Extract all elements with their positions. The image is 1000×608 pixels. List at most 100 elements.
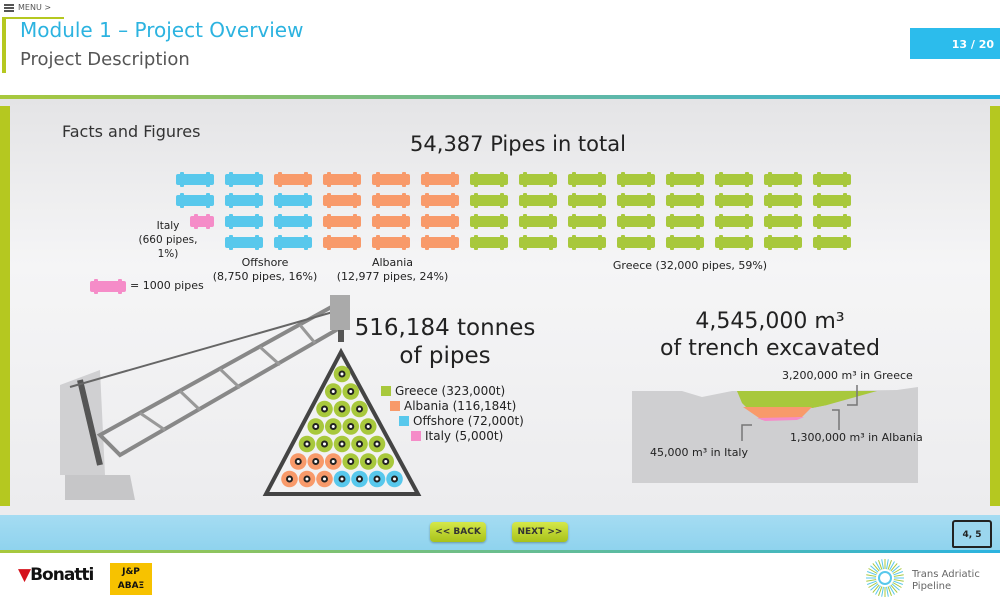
pipe-icon-greece [813,172,851,187]
pipe-icon-offshore [274,193,312,208]
trench-diagram [632,385,918,483]
left-accent [0,106,10,506]
pipe-icon-greece [764,172,802,187]
legend-albania: Albania (116,184t) [390,398,524,413]
glossary-book-button[interactable]: 4, 5 [952,520,992,548]
pipe-end [333,435,351,453]
pipe-end [316,470,333,488]
nav-bar [0,515,1000,550]
back-button[interactable]: << BACK [430,522,486,542]
scale-pipe-icon [90,279,126,294]
next-button[interactable]: NEXT >> [512,522,568,542]
pipe-end [368,470,386,488]
page-counter: 13 / 20 [910,28,1000,59]
pipe-icon-greece [617,193,655,208]
crane-illustration [60,295,350,500]
pipe-icon-greece [519,235,557,250]
pipe-icon-greece [568,214,606,229]
pipe-end [316,435,333,453]
pipe-end [359,453,377,470]
pipe-icon-greece [568,235,606,250]
italy-swatch [411,430,421,441]
trench-albania-label: 1,300,000 m³ in Albania [790,431,923,444]
pipe-icon-greece [617,214,655,229]
pipe-icon-offshore [225,193,263,208]
pipe-icon-greece [470,235,508,250]
offshore-swatch [399,415,409,426]
pipe-icon-offshore [176,193,214,208]
pipe-end [281,470,298,488]
pipe-icon-greece [764,235,802,250]
tonnes-title-line1: 516,184 tonnes [354,315,536,341]
pipe-end [368,435,386,453]
pipe-end [333,365,351,383]
legend-offshore: Offshore (72,000t) [399,413,524,428]
module-title: Module 1 – Project Overview [20,18,304,42]
jp-avax-logo: J&P ΑΒΑΞ [110,563,152,595]
pipe-end [342,383,360,400]
pipe-icon-albania [323,193,361,208]
legend-greece: Greece (323,000t) [381,383,524,398]
albania-swatch [390,400,400,411]
pipe-end [324,453,342,470]
header-accent-bar [2,17,6,73]
header-accent [2,17,64,19]
pipe-icon-greece [519,172,557,187]
pipe-icon-greece [764,193,802,208]
legend-italy: Italy (5,000t) [411,428,524,443]
pipe-icon-albania [421,235,459,250]
pipe-pyramid [262,347,422,496]
legend-label: Italy (5,000t) [425,428,504,443]
italy-pipes-label: Italy (660 pipes, 1%) [138,220,198,260]
pipe-icon-albania [372,235,410,250]
pipe-end [298,470,316,488]
pipe-end [307,453,325,470]
pipe-end [289,453,307,470]
tonnes-legend: Greece (323,000t) Albania (116,184t) Off… [381,383,524,443]
pipe-icon-greece [666,214,704,229]
pipe-icon-greece [666,235,704,250]
pipe-icon-greece [764,214,802,229]
legend-label: Albania (116,184t) [404,398,517,413]
pipe-icon-albania [323,214,361,229]
pipe-end [298,435,316,453]
pipe-icon-greece [666,193,704,208]
trench-italy-label: 45,000 m³ in Italy [650,446,748,459]
pipe-icon-offshore [225,235,263,250]
pipe-end [307,418,325,435]
pipe-icon-greece [715,193,753,208]
menu-button[interactable]: MENU > [4,3,51,12]
trench-title-line2: of trench excavated [660,336,880,361]
pipe-end [333,470,351,488]
pipe-icon-albania [421,172,459,187]
pipe-icon-offshore [225,214,263,229]
pipe-icon-offshore [225,172,263,187]
pipe-icon-greece [519,193,557,208]
right-accent [990,106,1000,506]
pipe-icon-greece [813,214,851,229]
greece-swatch [381,385,391,396]
trench-greece-label: 3,200,000 m³ in Greece [782,369,913,382]
pipe-end [377,453,395,470]
pipe-icon-greece [715,235,753,250]
pipe-icon-albania [372,172,410,187]
pipe-icon-italy [190,214,214,229]
tap-logo-icon [866,559,904,597]
page-subtitle: Project Description [20,49,190,70]
pipe-icon-albania [323,172,361,187]
pipe-icon-greece [470,193,508,208]
menu-label: MENU > [18,3,52,12]
trench-title-line1: 4,545,000 m³ [695,309,845,334]
pipe-icon-greece [813,235,851,250]
pipe-icon-albania [421,214,459,229]
greece-pipes-label: Greece (32,000 pipes, 59%) [612,259,768,272]
pipe-end [351,400,368,418]
pipe-icon-albania [323,235,361,250]
albania-pipes-label: Albania (12,977 pipes, 24%) [336,256,449,283]
pipe-end [324,418,342,435]
scale-label: = 1000 pipes [130,279,204,292]
pipe-icon-offshore [274,235,312,250]
pipe-icon-offshore [274,214,312,229]
